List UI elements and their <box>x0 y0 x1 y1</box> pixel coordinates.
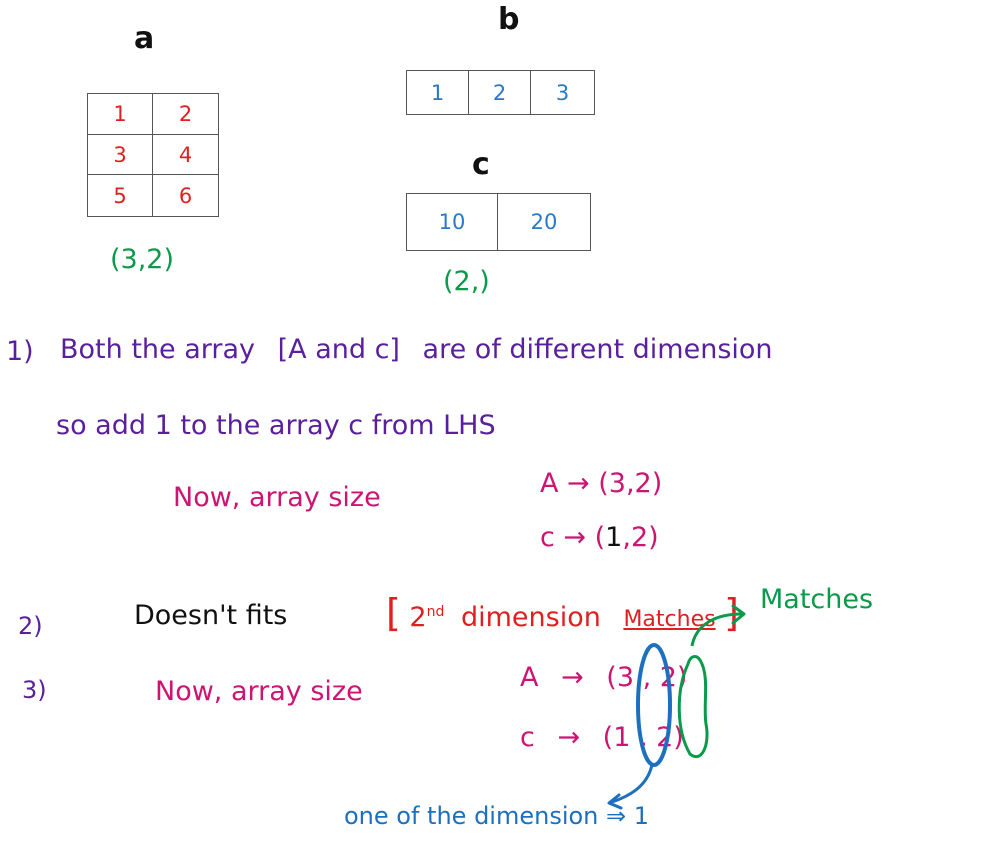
dimension-arrow-line <box>611 764 654 804</box>
step2-dimension-text: dimension <box>460 602 601 633</box>
step1-number: 1) <box>6 336 34 367</box>
array-a-cell: 6 <box>178 183 193 208</box>
array-c-cell: 20 <box>530 210 558 234</box>
step2-bracket-open: [ <box>386 591 401 635</box>
label-b: b <box>498 2 520 37</box>
step3-a-shape: (3 , 2) <box>606 662 688 693</box>
array-b-cell: 1 <box>407 71 469 114</box>
step3-c-label: c <box>520 722 535 753</box>
step1-line2: so add 1 to the array c from LHS <box>56 410 496 441</box>
array-b-cell: 3 <box>555 80 570 105</box>
step3-c-arrow: → <box>557 722 581 753</box>
step1-c-shape-prefix: c → ( <box>540 522 606 553</box>
array-a-cell: 2 <box>153 94 218 135</box>
array-b-grid: 1 2 3 <box>406 70 595 115</box>
array-a-cell: 5 <box>88 175 153 216</box>
step1-a-shape: A → (3,2) <box>540 468 663 499</box>
step2-matches-text: Matches <box>623 607 716 632</box>
matches-callout: Matches <box>760 584 874 615</box>
step1-c-shape: c → (1,2) <box>540 524 659 551</box>
step3-a-arrow: → <box>561 662 584 693</box>
step2-nd-base: 2 <box>409 602 427 633</box>
array-a-cell: 3 <box>88 135 153 175</box>
array-a-grid: 1 2 3 4 5 6 <box>87 93 219 217</box>
step2-bracket-close: ] <box>724 591 739 635</box>
step2-bracket-note: [ 2nd dimension Matches ] <box>386 594 739 632</box>
array-c-cell: 10 <box>407 194 498 250</box>
step2-nd-sup: nd <box>426 604 445 620</box>
step2-text: Doesn't fits <box>134 600 288 631</box>
step3-footnote: one of the dimension ⇒ 1 <box>344 802 650 830</box>
array-a-shape: (3,2) <box>110 244 175 275</box>
step3-c-row: c → (1 , 2) <box>520 724 684 751</box>
step1-line1-prefix: Both the array <box>60 334 256 365</box>
step1-now-label: Now, array size <box>173 482 381 513</box>
array-a-cell: 4 <box>153 135 218 175</box>
step3-a-label: A <box>520 662 539 693</box>
step3-number: 3) <box>22 676 47 704</box>
step3-now-label: Now, array size <box>155 676 363 707</box>
label-c: c <box>472 147 490 182</box>
step1-c-shape-one: 1 <box>605 522 623 553</box>
step1-line1-suffix: are of different dimension <box>422 334 773 365</box>
step1-c-shape-suffix: ,2) <box>622 522 659 553</box>
step3-a-row: A → (3 , 2) <box>520 664 687 691</box>
step1-line1: Both the array [A and c] are of differen… <box>60 336 773 363</box>
array-a-cell: 1 <box>88 94 153 135</box>
array-c-shape: (2,) <box>443 266 490 297</box>
array-c-grid: 10 20 <box>406 193 591 251</box>
step1-line1-bracket: [A and c] <box>277 334 400 365</box>
step2-number: 2) <box>18 612 43 640</box>
label-a: a <box>134 21 155 56</box>
array-b-cell: 2 <box>469 71 531 114</box>
step3-c-shape: (1 , 2) <box>602 722 684 753</box>
